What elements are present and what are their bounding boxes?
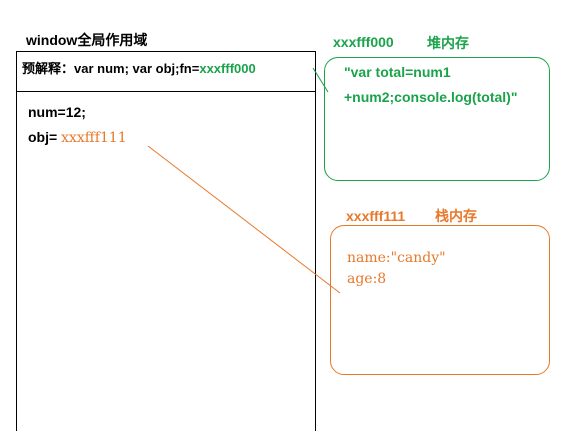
function-heap-label: 堆内存 (427, 35, 469, 51)
object-prop-name: name:"candy" (347, 250, 446, 266)
object-heap-label: 栈内存 (435, 208, 477, 224)
object-prop-age: age:8 (347, 271, 387, 287)
function-code-line-1: "var total=num1 (344, 64, 451, 80)
window-scope-title: window全局作用域 (26, 32, 148, 48)
function-code-line-2: +num2;console.log(total)" (344, 89, 518, 105)
window-scope-box (16, 51, 316, 431)
function-heap-address: xxxfff000 (333, 34, 394, 50)
obj-label: obj= (28, 129, 58, 145)
object-heap-box (330, 225, 550, 375)
preparse-fn-address: xxxfff000 (199, 61, 256, 76)
fn-pointer-line (312, 67, 329, 93)
preparse-text: 预解释：var num; var obj;fn= (22, 61, 200, 76)
obj-pointer-line (147, 145, 341, 294)
obj-address: xxxfff111 (61, 130, 127, 146)
num-assignment: num=12; (28, 104, 86, 120)
preparse-divider (16, 91, 316, 92)
function-heap-box (324, 57, 550, 181)
obj-assignment: obj= xxxfff111 (28, 129, 127, 146)
object-heap-address: xxxfff111 (346, 208, 406, 224)
preparse-line: 预解释：var num; var obj;fn=xxxfff000 (22, 58, 256, 77)
